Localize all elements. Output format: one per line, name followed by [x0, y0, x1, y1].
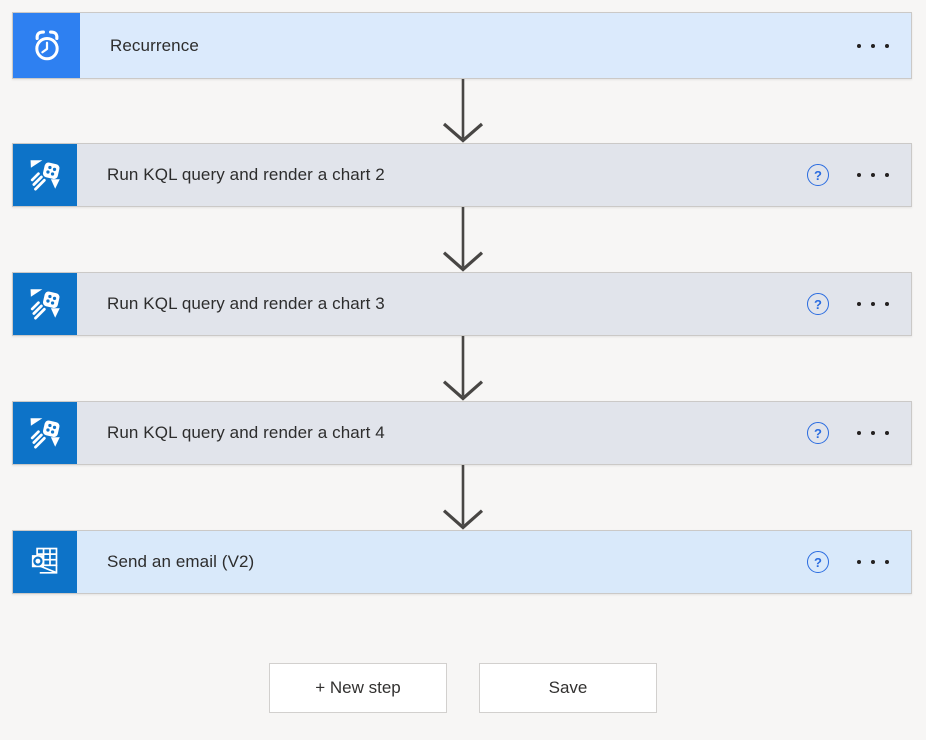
step-title: Run KQL query and render a chart 3 — [107, 294, 385, 313]
step-card-kql-chart-2[interactable]: Run KQL query and render a chart 2 ? — [12, 143, 912, 207]
card-actions: ? — [807, 293, 911, 315]
step-title: Run KQL query and render a chart 2 — [107, 165, 385, 184]
card-actions: ? — [807, 551, 911, 573]
step-card-kql-chart-4[interactable]: Run KQL query and render a chart 4 ? — [12, 401, 912, 465]
azure-data-explorer-icon — [13, 402, 77, 464]
step-title: Recurrence — [110, 35, 199, 55]
ellipsis-menu-icon[interactable] — [855, 167, 891, 183]
help-icon[interactable]: ? — [807, 293, 829, 315]
ellipsis-menu-icon[interactable] — [855, 554, 891, 570]
connector-down-arrow — [0, 465, 926, 530]
step-card-recurrence[interactable]: Recurrence — [12, 12, 912, 79]
azure-data-explorer-icon — [13, 144, 77, 206]
ellipsis-menu-icon[interactable] — [855, 425, 891, 441]
footer-actions: + New step Save — [0, 663, 926, 713]
help-icon[interactable]: ? — [807, 422, 829, 444]
card-actions: ? — [807, 422, 911, 444]
help-icon[interactable]: ? — [807, 551, 829, 573]
card-actions — [855, 38, 911, 54]
connector-down-arrow — [0, 207, 926, 272]
card-actions: ? — [807, 164, 911, 186]
azure-data-explorer-icon — [13, 273, 77, 335]
ellipsis-menu-icon[interactable] — [855, 38, 891, 54]
step-card-kql-chart-3[interactable]: Run KQL query and render a chart 3 ? — [12, 272, 912, 336]
ellipsis-menu-icon[interactable] — [855, 296, 891, 312]
help-icon[interactable]: ? — [807, 164, 829, 186]
save-button[interactable]: Save — [479, 663, 657, 713]
step-title: Send an email (V2) — [107, 552, 255, 571]
connector-down-arrow — [0, 336, 926, 401]
step-card-send-email[interactable]: Send an email (V2) ? — [12, 530, 912, 594]
step-title: Run KQL query and render a chart 4 — [107, 423, 385, 442]
alarm-clock-icon — [13, 13, 80, 78]
outlook-icon — [13, 531, 77, 593]
flow-canvas: Recurrence — [0, 12, 926, 713]
connector-down-arrow — [0, 79, 926, 143]
new-step-button[interactable]: + New step — [269, 663, 447, 713]
